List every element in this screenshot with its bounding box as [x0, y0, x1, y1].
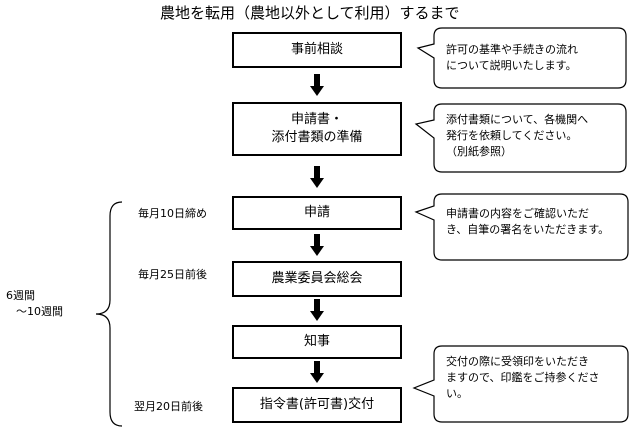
callout-application-text: 申請書の内容をご確認いただ き、自筆の署名をいただきます。 — [446, 207, 610, 236]
step-permit-issuance-label: 指令書(許可書)交付 — [259, 397, 375, 412]
duration-brace — [95, 201, 123, 427]
step-document-prep: 申請書・ 添付書類の準備 — [232, 102, 402, 156]
step-committee-meeting-label: 農業委員会総会 — [271, 271, 363, 286]
down-arrow-icon — [310, 361, 324, 383]
step-consultation: 事前相談 — [232, 32, 402, 68]
step-application: 申請 — [232, 196, 402, 230]
step-committee-meeting: 農業委員会総会 — [232, 261, 402, 297]
diagram-title: 農地を転用（農地以外として利用）するまで — [160, 4, 460, 22]
step-governor: 知事 — [232, 325, 402, 359]
step-document-prep-line2: 添付書類の準備 — [271, 130, 363, 145]
callout-issuance-text: 交付の際に受領印をいただき ますので、印鑑をご持参くださ い。 — [446, 355, 600, 400]
duration-label: 6週間 ～10週間 — [6, 289, 63, 318]
callout-documents-text: 添付書類について、各機関へ 発行を依頼してください。 （別紙参照） — [446, 113, 589, 158]
down-arrow-icon — [310, 234, 324, 256]
step-document-prep-line1: 申請書・ — [290, 112, 343, 127]
step-permit-issuance: 指令書(許可書)交付 — [232, 387, 402, 423]
step-governor-label: 知事 — [303, 334, 330, 349]
monthly-deadline-label: 毎月10日締め — [138, 207, 207, 220]
down-arrow-icon — [310, 299, 324, 321]
down-arrow-icon — [310, 166, 324, 188]
issue-timing-label: 翌月20日前後 — [134, 400, 203, 413]
step-consultation-label: 事前相談 — [290, 42, 343, 57]
meeting-timing-label: 毎月25日前後 — [138, 268, 207, 281]
step-application-label: 申請 — [303, 205, 330, 220]
callout-consultation-text: 許可の基準や手続きの流れ について説明いたします。 — [446, 43, 578, 72]
down-arrow-icon — [310, 74, 324, 96]
